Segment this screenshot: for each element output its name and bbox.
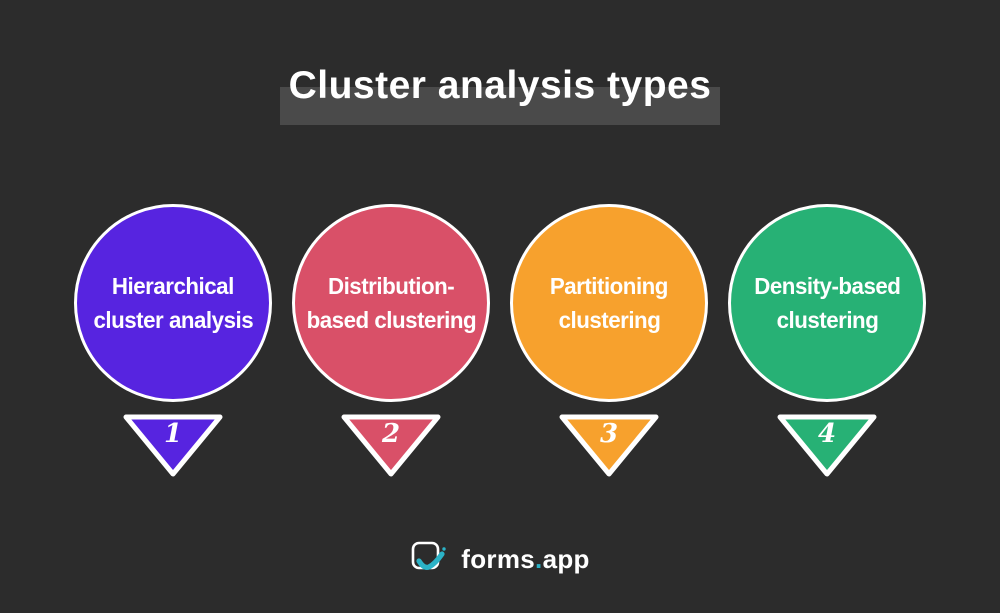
title-section: Cluster analysis types — [0, 0, 1000, 125]
brand-prefix: forms — [461, 543, 536, 574]
cluster-pointer: 2 — [335, 410, 447, 482]
brand-suffix: app — [542, 543, 590, 574]
cluster-item-distribution-based: Distribution- based clustering 2 — [292, 204, 490, 482]
cluster-label-line: Hierarchical — [112, 273, 234, 299]
cluster-label-line: based clustering — [306, 307, 476, 333]
cluster-circle: Distribution- based clustering — [292, 204, 490, 402]
cluster-number: 4 — [817, 419, 837, 449]
down-triangle-icon — [559, 414, 659, 477]
cluster-circle: Density-based clustering — [728, 204, 926, 402]
cluster-types-row: Hierarchical cluster analysis 1 Distribu… — [0, 204, 1000, 482]
cluster-label-line: clustering — [776, 307, 878, 333]
cluster-label-line: clustering — [558, 307, 660, 333]
cluster-number: 3 — [599, 419, 619, 449]
down-triangle-icon — [123, 414, 223, 477]
footer-brand: forms.app — [0, 539, 1000, 579]
down-triangle-icon — [777, 414, 877, 477]
cluster-pointer: 3 — [553, 410, 665, 482]
brand-dot: . — [535, 543, 543, 574]
cluster-number: 2 — [381, 419, 401, 449]
cluster-item-density-based: Density-based clustering 4 — [728, 204, 926, 482]
forms-app-logo-icon — [411, 541, 446, 570]
cluster-label-line: cluster analysis — [93, 307, 253, 333]
cluster-label-line: Partitioning — [549, 273, 669, 299]
cluster-item-partitioning: Partitioning clustering 3 — [510, 204, 708, 482]
cluster-circle: Partitioning clustering — [510, 204, 708, 402]
title-highlight-band — [280, 87, 720, 125]
cluster-pointer: 4 — [771, 410, 883, 482]
page-title: Cluster analysis types — [288, 64, 712, 107]
brand-name: forms.app — [461, 544, 589, 575]
cluster-label-line: Density-based — [753, 273, 901, 299]
down-triangle-icon — [341, 414, 441, 477]
cluster-item-hierarchical: Hierarchical cluster analysis 1 — [74, 204, 272, 482]
cluster-number: 1 — [163, 419, 183, 449]
cluster-pointer: 1 — [117, 410, 229, 482]
cluster-circle: Hierarchical cluster analysis — [74, 204, 272, 402]
cluster-label-line: Distribution- — [327, 273, 455, 299]
